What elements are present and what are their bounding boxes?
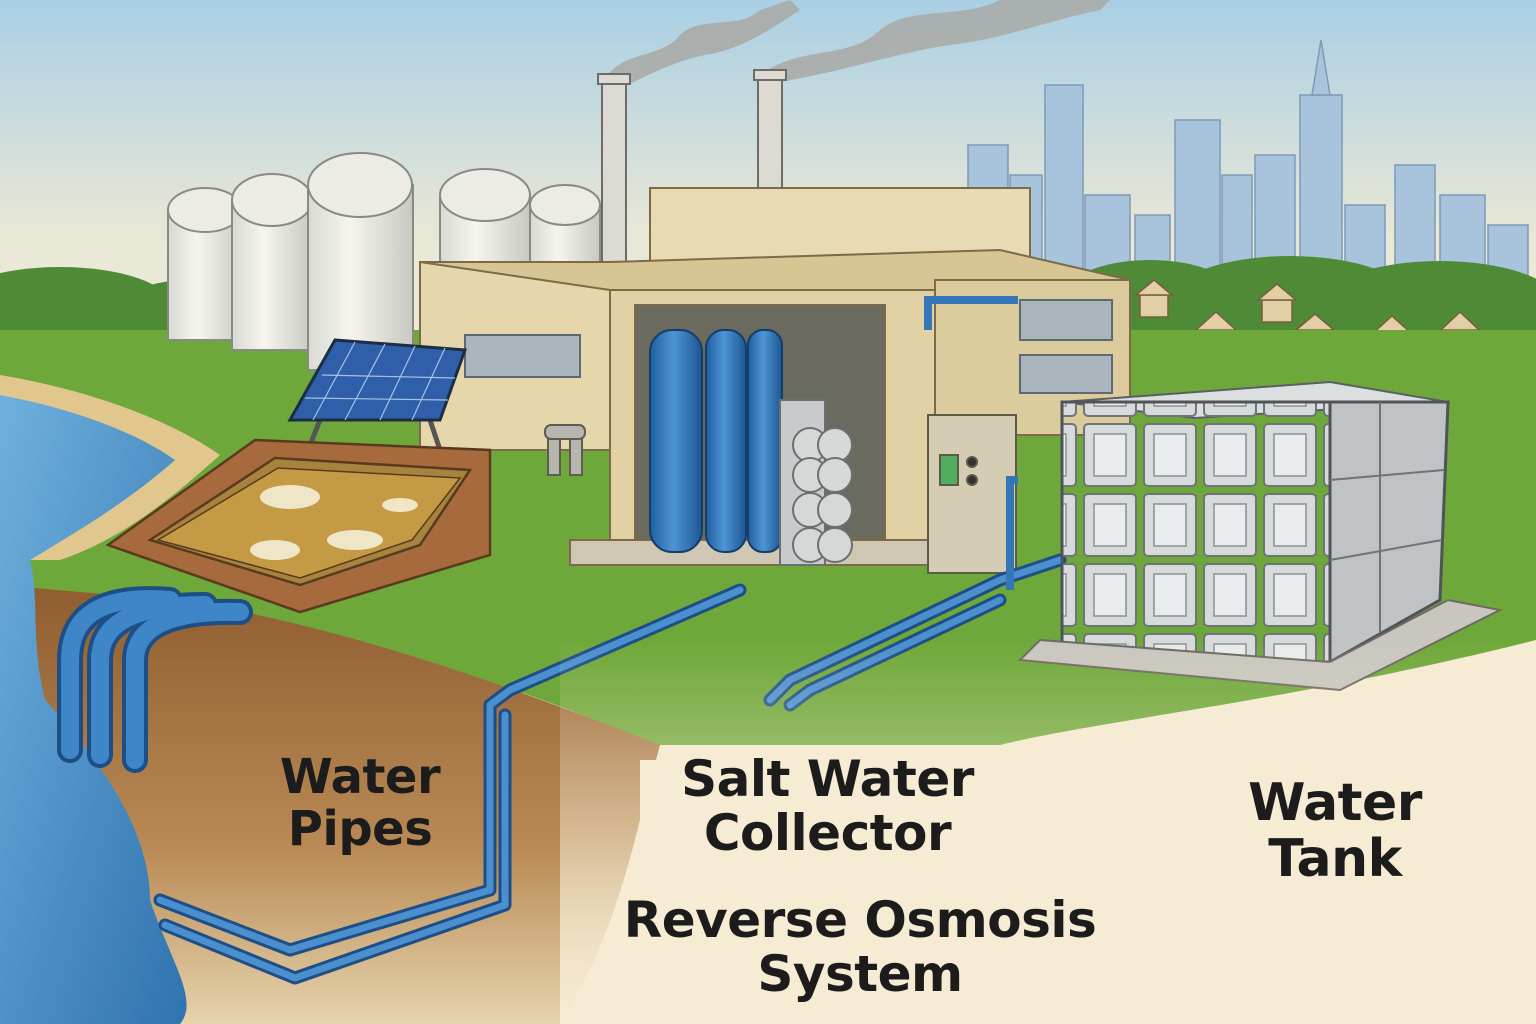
label-salt-water-collector-line2: Collector: [703, 804, 952, 862]
label-salt-water-collector: Salt Water Collector: [655, 752, 1000, 860]
building-pipe: [924, 296, 1018, 330]
label-salt-water-collector-line1: Salt Water: [681, 750, 974, 808]
smoke-plume: [605, 0, 1110, 88]
label-water-pipes: Water Pipes: [250, 749, 470, 857]
supply-pipe: [1006, 476, 1018, 590]
sea: [0, 395, 187, 1024]
pipe-valves: [544, 424, 586, 476]
label-reverse-osmosis: Reverse Osmosis System: [620, 893, 1100, 1001]
ro-membrane-housings: [779, 399, 853, 566]
salt-water-collector-basin: [105, 438, 492, 614]
label-water-tank-line1: Water: [1248, 773, 1422, 833]
solar-panel-icon: [287, 338, 468, 451]
label-water-pipes-line1: Water: [279, 749, 441, 805]
control-panel-icon: [927, 414, 1017, 574]
label-reverse-osmosis-line1: Reverse Osmosis: [623, 891, 1097, 949]
label-water-tank-line2: Tank: [1268, 829, 1402, 890]
label-reverse-osmosis-line2: System: [757, 945, 963, 1003]
intake-pipes: [57, 586, 253, 773]
desalination-plant-building: [419, 187, 1131, 566]
label-water-pipes-line2: Pipes: [287, 800, 433, 857]
pressure-vessels: [649, 329, 783, 553]
label-water-tank: Water Tank: [1205, 775, 1465, 887]
label-area: [640, 760, 1536, 1024]
